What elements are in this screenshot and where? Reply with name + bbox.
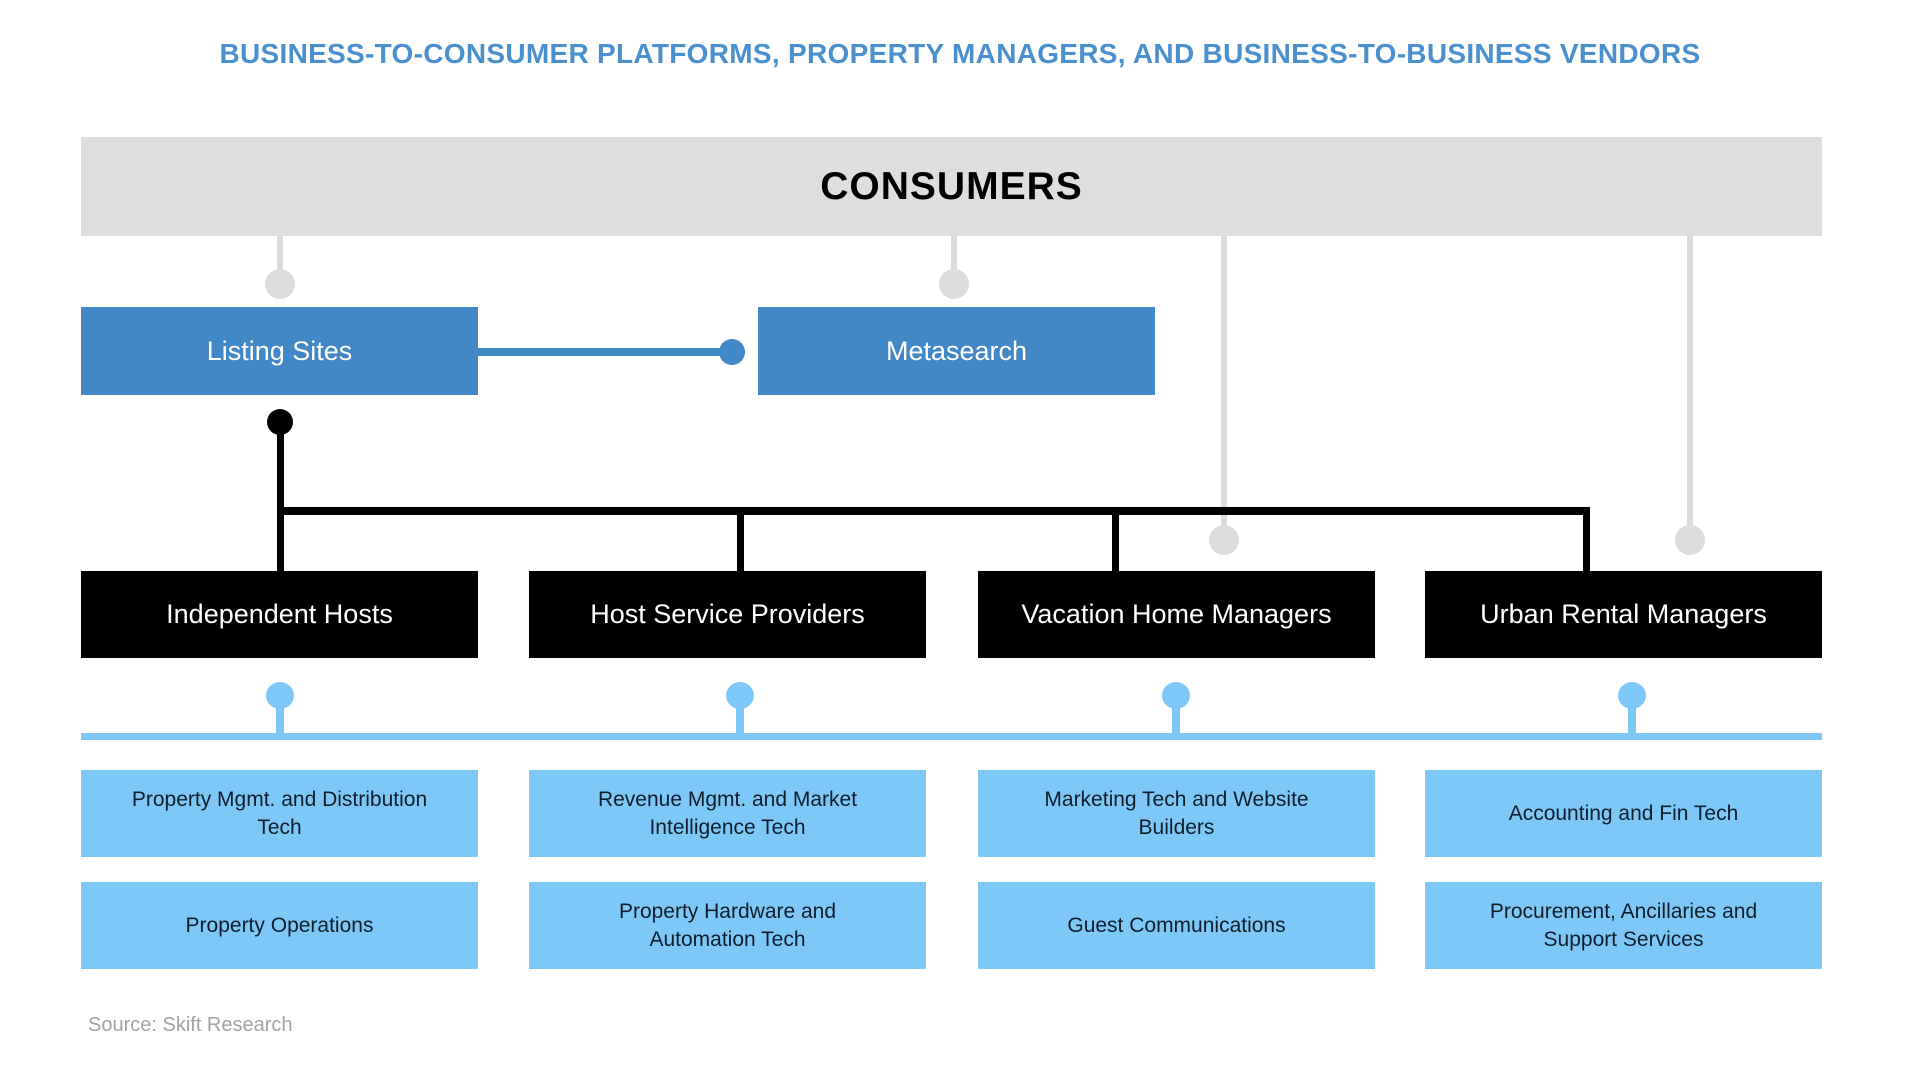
connector-black-stem-vacation (1112, 507, 1119, 572)
vacation-home-managers-label: Vacation Home Managers (1021, 599, 1332, 629)
urban-rental-managers-box: Urban Rental Managers (1425, 571, 1822, 658)
connector-gray-urban-dot (1675, 525, 1705, 555)
vendor-box-guest-communications: Guest Communications (978, 882, 1375, 969)
urban-rental-managers-label: Urban Rental Managers (1480, 599, 1767, 629)
connector-lblue-rail (81, 733, 1822, 740)
connector-gray-vacation-dot (1209, 525, 1239, 555)
vendor-label: Revenue Mgmt. and Market Intelligence Te… (597, 788, 858, 839)
vendor-box-marketing-tech: Marketing Tech and Website Builders (978, 770, 1375, 857)
vendor-box-property-hardware: Property Hardware and Automation Tech (529, 882, 926, 969)
vendor-label: Property Mgmt. and Distribution Tech (131, 788, 428, 839)
vacation-home-managers-box: Vacation Home Managers (978, 571, 1375, 658)
connector-gray-listing-dot (265, 269, 295, 299)
vendor-label: Property Operations (185, 913, 374, 937)
metasearch-box: Metasearch (758, 307, 1155, 395)
connector-gray-urban-stem (1687, 236, 1693, 528)
connector-blue-line (478, 348, 732, 356)
source-credit: Source: Skift Research (88, 1014, 293, 1036)
vendor-box-procurement: Procurement, Ancillaries and Support Ser… (1425, 882, 1822, 969)
independent-hosts-box: Independent Hosts (81, 571, 478, 658)
independent-hosts-label: Independent Hosts (166, 599, 393, 629)
connector-lblue-stem-2 (736, 700, 744, 737)
connector-black-stem-host (737, 507, 744, 572)
connector-lblue-stem-3 (1172, 700, 1180, 737)
metasearch-label: Metasearch (885, 335, 1028, 366)
connector-black-stem-urban (1583, 507, 1590, 572)
connector-gray-listing-stem (277, 236, 283, 272)
vendor-box-property-operations: Property Operations (81, 882, 478, 969)
vendor-box-property-mgmt: Property Mgmt. and Distribution Tech (81, 770, 478, 857)
listing-sites-box: Listing Sites (81, 307, 478, 395)
connector-lblue-stem-1 (276, 700, 284, 737)
listing-sites-label: Listing Sites (206, 335, 353, 366)
consumers-bar: CONSUMERS (81, 137, 1822, 236)
connector-black-horizontal (277, 507, 1590, 515)
consumers-label: CONSUMERS (820, 164, 1083, 208)
vendor-label: Marketing Tech and Website Builders (1044, 788, 1309, 839)
vendor-label: Procurement, Ancillaries and Support Ser… (1489, 900, 1758, 951)
connector-gray-metasearch-dot (939, 269, 969, 299)
connector-black-stem-independent (277, 430, 284, 572)
connector-blue-dot (719, 339, 745, 365)
vendor-box-accounting: Accounting and Fin Tech (1425, 770, 1822, 857)
page-title: BUSINESS-TO-CONSUMER PLATFORMS, PROPERTY… (219, 38, 1701, 69)
connector-gray-vacation-stem (1221, 236, 1227, 528)
vendor-label: Property Hardware and Automation Tech (618, 900, 837, 951)
vendor-box-revenue-mgmt: Revenue Mgmt. and Market Intelligence Te… (529, 770, 926, 857)
host-service-providers-label: Host Service Providers (590, 599, 865, 629)
vendor-label: Accounting and Fin Tech (1508, 801, 1739, 825)
host-service-providers-box: Host Service Providers (529, 571, 926, 658)
vendor-label: Guest Communications (1067, 913, 1286, 937)
connector-lblue-stem-4 (1628, 700, 1636, 737)
connector-gray-metasearch-stem (951, 236, 957, 272)
